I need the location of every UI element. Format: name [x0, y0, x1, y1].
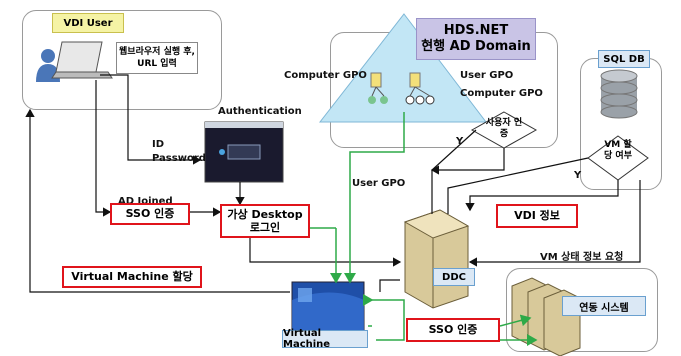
- ad-joined-label: AD Joined: [118, 196, 173, 207]
- vm-assign-box: Virtual Machine 할당: [62, 266, 202, 288]
- sso-auth-box: SSO 인증: [110, 203, 190, 225]
- yes-label-2: Y: [574, 170, 582, 181]
- sso-auth2-box: SSO 인증: [406, 318, 500, 342]
- ddc-tag: DDC: [433, 268, 475, 286]
- vm-screen: [291, 281, 365, 333]
- vm-status-label: VM 상태 정보 요청: [540, 252, 624, 263]
- user-gpo-mid-label: User GPO: [352, 178, 406, 189]
- ad-domain-title: HDS.NET 현행 AD Domain: [416, 18, 536, 60]
- ddc-server: [403, 209, 470, 309]
- user-figure: [36, 41, 113, 82]
- vdi-user-title: VDI User: [52, 13, 124, 33]
- ad-line2: 현행 AD Domain: [421, 39, 531, 54]
- ad-line1: HDS.NET: [443, 22, 509, 38]
- sql-db-title: SQL DB: [598, 50, 650, 68]
- linked-servers: [511, 277, 581, 356]
- yes-label-1: Y: [456, 136, 464, 147]
- user-gpo-label: User GPO: [460, 70, 514, 81]
- vm-tag: Virtual Machine: [282, 328, 368, 350]
- login-screen: [204, 121, 284, 183]
- computer-gpo-label: Computer GPO: [284, 70, 367, 81]
- vdi-user-note: 웹브라우저 실행 후, URL 입력: [116, 42, 198, 74]
- desktop-login-box: 가상 Desktop 로그인: [220, 204, 310, 238]
- gpo-server-icons: [368, 72, 435, 105]
- authentication-label: Authentication: [218, 106, 302, 117]
- credentials-label: ID Password: [152, 139, 206, 164]
- ad-triangle: [318, 13, 488, 123]
- vdi-info-box: VDI 정보: [496, 204, 578, 228]
- linked-system-tag: 연동 시스템: [562, 296, 646, 316]
- user-auth-text: 사용자 인증: [485, 118, 523, 140]
- vm-alloc-text: VM 할당 여부: [604, 140, 632, 162]
- db-cylinder: [600, 69, 638, 119]
- computer-gpo-right-label: Computer GPO: [460, 88, 543, 99]
